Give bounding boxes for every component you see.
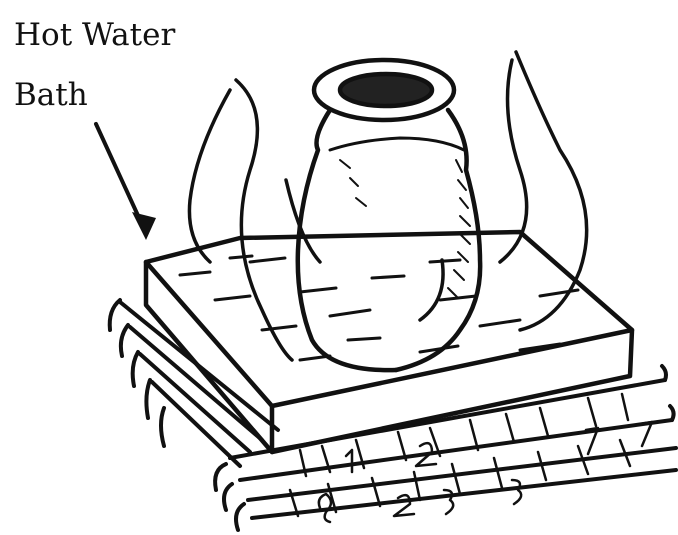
label-arrow xyxy=(96,124,156,240)
water-bath-tray xyxy=(146,232,632,452)
